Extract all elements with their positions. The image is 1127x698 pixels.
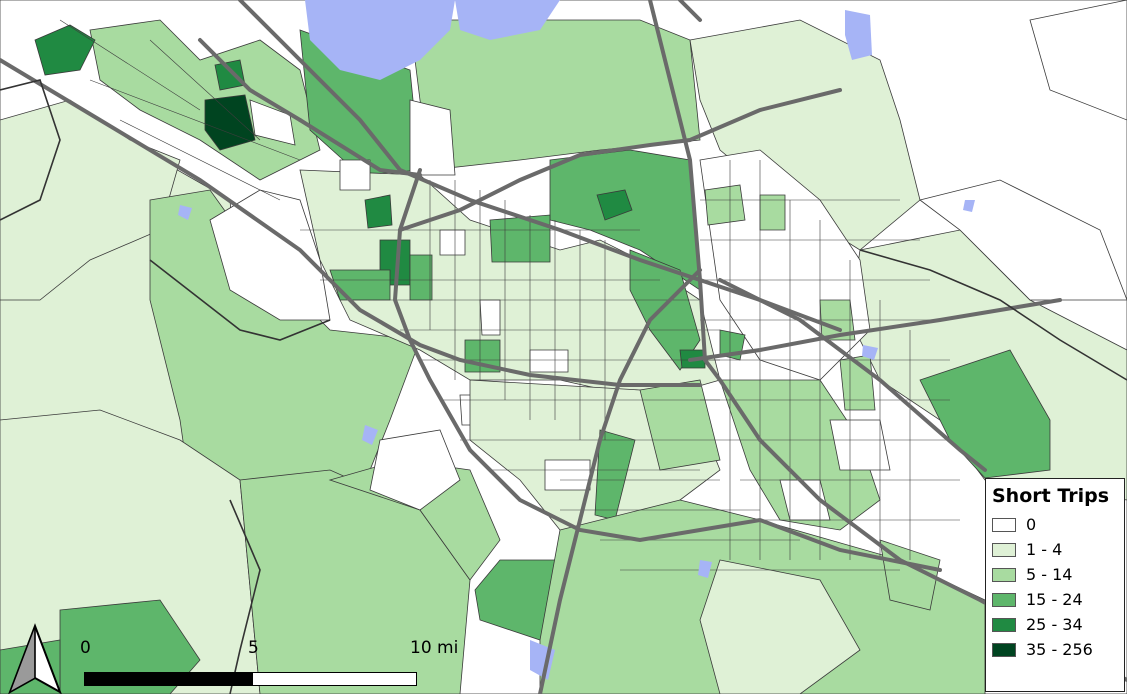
legend-label: 25 - 34 [1026, 615, 1083, 634]
pond-water [362, 425, 378, 445]
scale-segment-white [252, 672, 417, 686]
highway [298, 118, 422, 177]
scale-bar: 0 5 10 mi [70, 638, 458, 694]
scale-label-mid: 5 [248, 638, 259, 658]
pond-water [178, 205, 192, 220]
highway [238, 0, 842, 332]
pond-water [698, 560, 712, 578]
legend-item: 25 - 34 [992, 613, 1118, 636]
legend-label: 5 - 14 [1026, 565, 1073, 584]
pond-water [963, 200, 975, 212]
tract-region [689, 19, 921, 251]
highway [648, 0, 1127, 682]
tract-region [1029, 0, 1127, 121]
legend-label: 35 - 256 [1026, 640, 1093, 659]
highway [0, 58, 702, 387]
tract-region [409, 254, 433, 301]
legend-swatch [992, 517, 1016, 532]
scale-label-end: 10 mi [410, 638, 459, 658]
legend-item: 35 - 256 [992, 638, 1118, 661]
tract-region [249, 99, 296, 146]
tract-region [204, 94, 256, 151]
tract-region [704, 184, 746, 226]
legend-item: 5 - 14 [992, 563, 1118, 586]
tract-region [829, 419, 891, 471]
tract-region [34, 24, 96, 76]
highway [688, 298, 1062, 362]
tract-region [214, 59, 246, 91]
legend-swatch [992, 617, 1016, 632]
legend-swatch [992, 592, 1016, 607]
pond-water [862, 345, 878, 360]
bay-water [305, 0, 455, 80]
tract-region [329, 269, 391, 301]
legend-label: 15 - 24 [1026, 590, 1083, 609]
tract-region [409, 99, 456, 176]
tract-region [369, 429, 461, 511]
bay-water [455, 0, 560, 40]
tract-region [364, 194, 393, 229]
legend-item: 1 - 4 [992, 538, 1118, 561]
north-arrow [2, 622, 68, 695]
map-legend: Short Trips 0 1 - 4 5 - 14 15 - 24 25 - … [985, 478, 1125, 692]
legend-item: 0 [992, 513, 1118, 536]
tract-region [596, 189, 633, 221]
north-arrow-icon [8, 623, 62, 695]
highway [538, 268, 702, 694]
legend-swatch [992, 567, 1016, 582]
tract-region [699, 559, 861, 694]
highway [198, 38, 302, 122]
water-bodies [178, 0, 975, 680]
pond-water [845, 10, 872, 60]
highway [398, 88, 842, 232]
legend-label: 0 [1026, 515, 1037, 534]
highway [408, 338, 942, 572]
legend-title: Short Trips [992, 485, 1109, 507]
legend-swatch [992, 542, 1016, 557]
legend-swatch [992, 642, 1016, 657]
tract-region [544, 459, 591, 491]
legend-label: 1 - 4 [1026, 540, 1063, 559]
highway [392, 168, 422, 342]
tract-region [209, 189, 331, 321]
scale-segment-black [84, 672, 254, 686]
tract-region [439, 229, 466, 256]
scale-label-start: 0 [80, 638, 91, 658]
highway [678, 0, 987, 472]
legend-item: 15 - 24 [992, 588, 1118, 611]
tract-boundaries [59, 19, 960, 571]
tract-region [339, 159, 371, 191]
tract-region [529, 349, 569, 373]
